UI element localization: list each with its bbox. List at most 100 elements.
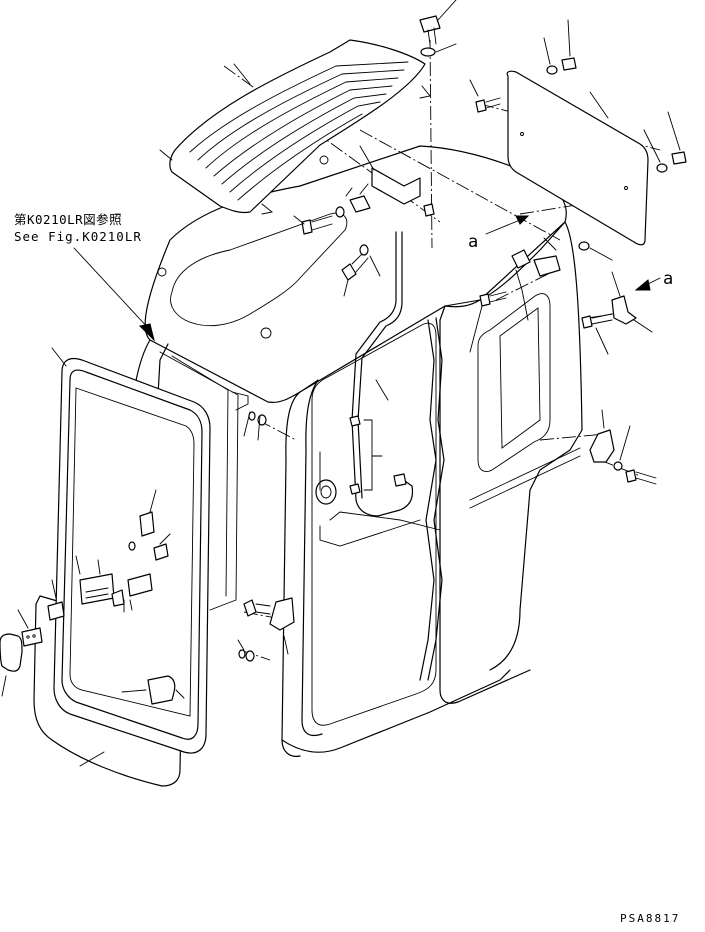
washer [335,206,345,218]
leader-line [159,533,171,545]
latch-body [511,249,531,269]
hatch-rib [189,61,409,153]
bolt-shank [635,471,657,485]
reference-note-japanese: 第K0210LR図参照 [14,212,122,227]
roof-bolt-hole [260,327,272,339]
roof-bolt-hole [319,155,329,165]
rubber-stopper-inner [320,485,332,499]
floor-ledge [319,519,421,547]
view-marker-a-right: a [663,269,673,289]
side-door-opening [311,322,437,726]
leader-arrow-icon [138,323,155,342]
hatch-rib [205,77,399,169]
leader-line [543,19,571,65]
handle-latch [175,689,185,699]
view-marker-left: a [468,215,530,252]
leader-line [589,91,609,119]
clip-bracket-lines [363,419,383,491]
side-weatherstrip [419,319,437,681]
bolt-shank [311,215,333,231]
latch-rod [515,269,529,321]
view-marker-right: a [634,269,673,291]
roof-bolt-hole [157,267,167,277]
leader-line [51,347,67,367]
leader-line [375,379,389,401]
leader-arrow-icon [634,279,651,291]
inner-door-handle [147,675,176,705]
screw-hole [26,635,30,639]
door-lock-assembly [79,573,115,605]
front-glass-frame [159,351,239,611]
leader-line [601,409,631,461]
rubber-stopper [315,479,337,505]
floor-inner [329,511,441,531]
striker-plate [533,255,561,277]
centerline [495,273,549,301]
nut [578,241,590,251]
center-pillar [281,391,301,757]
view-marker-a-left: a [468,232,478,252]
reference-leader [73,247,151,331]
roof-seam [299,299,481,393]
hex-bolt-head [479,293,491,307]
hex-bolt-head [475,99,487,113]
hatch-rib [237,113,363,201]
lock-detail [85,587,109,599]
handle-cover [47,601,65,621]
leader-line [643,111,681,163]
washer [359,244,369,256]
nut [656,163,668,173]
door-glass-seal-core [69,387,195,717]
connector [393,473,407,487]
nut [671,151,687,165]
bolt-shank [591,313,613,325]
hex-bolt-head [419,15,441,33]
leader-line [75,555,101,575]
leader-line [469,305,483,353]
washer [238,649,246,659]
spacer [423,203,435,217]
side-panel-outline [439,305,531,704]
hex-bolt-head [153,543,169,561]
cab-bottom-edge [281,669,511,753]
handle-plate [21,627,43,647]
side-glass-panel [506,70,649,246]
washer [245,650,255,662]
leader-line [345,183,369,197]
door-glass-seal-inner [61,369,203,740]
bolt-shank [255,603,271,615]
leader-line [129,599,133,611]
rear-window-inner [499,307,541,449]
hatch-rib [197,69,405,161]
hex-bolt-head [581,315,593,329]
catch-bracket [611,295,637,325]
washer [613,461,623,471]
hex-bolt-head [301,219,313,235]
cab-frame [127,145,583,757]
door-lock-bolt [127,573,153,597]
leader-line [437,0,457,21]
rear-lower-panel [469,447,581,509]
leader-line [359,145,375,171]
door-hinge [139,511,155,537]
leader-line [79,751,105,767]
hatch-rib [213,85,393,177]
center-pillar-inner [301,379,323,737]
leader-line [149,489,157,513]
drawing-number: PSA8817 [620,912,680,925]
hex-bolt-head [625,469,637,483]
wire-harness [357,231,403,499]
glass-hole [520,132,524,136]
bolt-shank [427,27,437,45]
hinge-pin-hole [128,541,136,551]
hinge-bracket [589,429,615,463]
cab-door [0,347,211,787]
leader-line [17,609,29,629]
wire-harness [351,231,414,517]
bolt-shank [485,97,501,109]
leader-line [343,279,349,297]
leader-line [469,79,479,97]
hatch-rib [221,93,387,185]
leader-line [1,675,7,697]
